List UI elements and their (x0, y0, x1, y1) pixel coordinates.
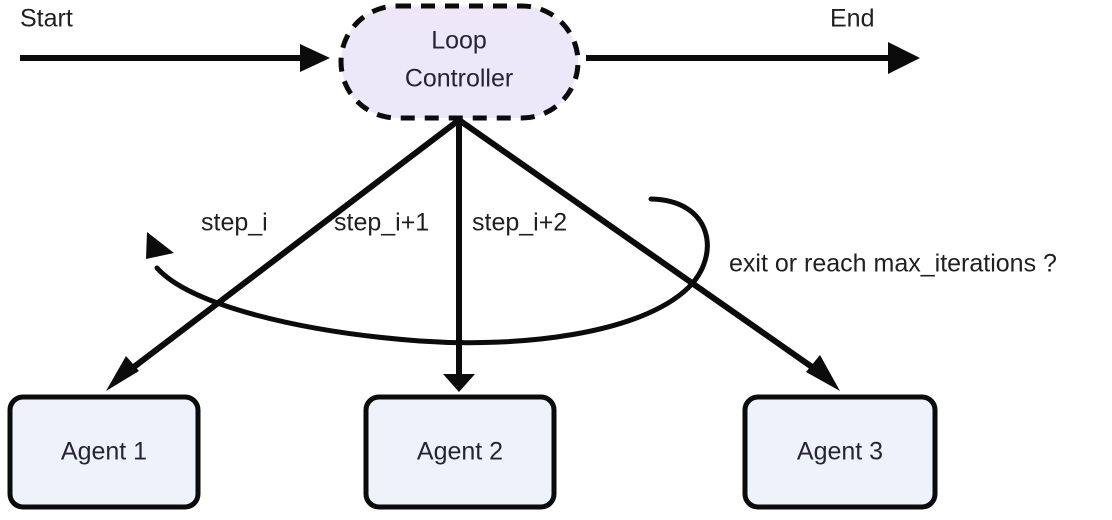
edge-controller-to-agent1-arrow-head-icon (106, 356, 139, 391)
feedback-loop-curve (154, 196, 710, 346)
edge-label-step-i-plus-1: step_i+1 (334, 209, 429, 237)
edge-controller-to-agent2-arrow-head-icon (443, 374, 475, 392)
agent-1-label: Agent 1 (61, 438, 147, 466)
loop-controller-label-line2: Controller (405, 65, 513, 93)
edge-controller-to-agent3-arrow-head-icon (806, 355, 840, 391)
edge-label-step-i-plus-2: step_i+2 (472, 209, 567, 237)
agent-1-node[interactable] (7, 394, 201, 510)
edge-controller-to-agent3-line (457, 117, 824, 377)
feedback-loop-label: exit or reach max_iterations ? (729, 250, 1057, 278)
start-arrow-head-icon (300, 44, 330, 72)
loop-controller-node[interactable] (338, 3, 581, 121)
agent-3-label: Agent 3 (797, 438, 883, 466)
agent-2-node[interactable] (363, 394, 557, 510)
end-label: End (830, 5, 874, 33)
agent-2-label: Agent 2 (417, 438, 503, 466)
agent-3-node[interactable] (742, 394, 938, 510)
edge-label-step-i: step_i (201, 209, 268, 237)
edge-controller-to-agent1-line (120, 117, 461, 379)
start-label: Start (20, 5, 73, 33)
loop-controller-label-line1: Loop (431, 27, 487, 55)
feedback-loop-arrow-head-icon (146, 232, 174, 259)
end-arrow-head-icon (888, 42, 920, 74)
